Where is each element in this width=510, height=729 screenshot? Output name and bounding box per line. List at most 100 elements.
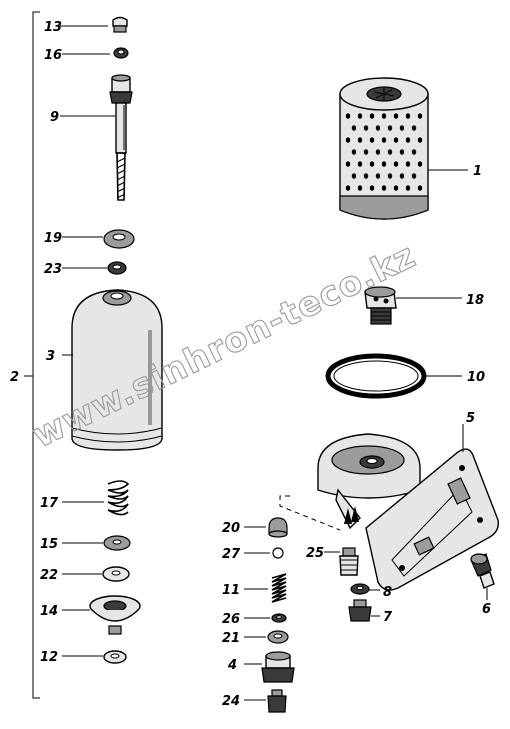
perforation-hole [369, 113, 375, 119]
part-4-plug-body: 4 [227, 651, 295, 683]
perforation-hole [357, 185, 363, 191]
part-14-valve-seat: 14 [40, 595, 141, 635]
label-10: 10 [467, 370, 485, 385]
perforation-hole [351, 149, 357, 155]
label-21: 21 [222, 631, 240, 646]
part-8-washer: 8 [350, 583, 392, 600]
part-10-gasket-ring: 10 [325, 353, 485, 399]
perforation-hole [399, 173, 405, 179]
label-5: 5 [466, 411, 475, 426]
label-17: 17 [40, 496, 59, 511]
perforation-hole [375, 173, 381, 179]
label-13: 13 [44, 20, 62, 35]
perforation-hole [381, 137, 387, 143]
group-label: 2 [10, 370, 19, 385]
perforation-hole [417, 137, 423, 143]
perforation-hole [411, 173, 417, 179]
label-22: 22 [40, 568, 58, 583]
group-bracket: 2 [10, 11, 40, 699]
perforation-hole [363, 149, 369, 155]
part-25-fitting: 25 [306, 546, 359, 576]
label-27: 27 [222, 547, 241, 562]
perforation-hole [345, 137, 351, 143]
part-5-filter-head: 5 [317, 411, 499, 591]
part-16-washer: 16 [44, 47, 129, 63]
label-24: 24 [222, 694, 240, 709]
perforation-hole [363, 125, 369, 131]
perforation-hole [411, 149, 417, 155]
part-9-long-bolt: 9 [50, 74, 133, 201]
perforation-hole [393, 113, 399, 119]
perforation-hole [357, 137, 363, 143]
label-15: 15 [40, 537, 58, 552]
label-3: 3 [46, 349, 55, 364]
perforation-hole [357, 113, 363, 119]
label-1: 1 [473, 164, 482, 179]
part-17-spring: 17 [40, 480, 130, 516]
label-23: 23 [44, 262, 62, 277]
perforation-hole [345, 161, 351, 167]
label-4: 4 [227, 658, 237, 673]
perforation-hole [393, 161, 399, 167]
perforation-hole [405, 161, 411, 167]
part-27-ball: 27 [222, 547, 284, 562]
part-15-washer: 15 [40, 535, 131, 552]
label-16: 16 [44, 48, 62, 63]
perforation-hole [351, 125, 357, 131]
perforation-hole [369, 161, 375, 167]
perforation-hole [417, 113, 423, 119]
label-9: 9 [50, 110, 59, 125]
perforation-hole [405, 113, 411, 119]
flow-indicator [279, 495, 359, 531]
label-6: 6 [482, 602, 491, 617]
perforation-hole [387, 173, 393, 179]
perforation-hole [375, 125, 381, 131]
part-18-nut: 18 [364, 286, 484, 325]
perforation-hole [369, 137, 375, 143]
perforation-hole [375, 149, 381, 155]
part-6-plug: 6 [470, 553, 495, 617]
perforation-hole [369, 185, 375, 191]
label-8: 8 [383, 585, 392, 600]
part-11-spring: 11 [222, 573, 287, 603]
perforation-hole [393, 137, 399, 143]
label-14: 14 [40, 604, 58, 619]
label-7: 7 [383, 610, 393, 625]
part-20-cap: 20 [222, 517, 288, 538]
perforation-hole [381, 185, 387, 191]
part-26-washer: 26 [222, 612, 287, 627]
perforation-hole [381, 161, 387, 167]
perforation-hole [387, 149, 393, 155]
perforation-hole [405, 185, 411, 191]
perforation-hole [381, 113, 387, 119]
label-25: 25 [306, 546, 324, 561]
perforation-hole [405, 137, 411, 143]
part-12-washer: 12 [40, 650, 127, 665]
filter-perforations [345, 113, 423, 191]
perforation-hole [417, 185, 423, 191]
perforation-hole [393, 185, 399, 191]
label-20: 20 [222, 521, 240, 536]
label-19: 19 [44, 231, 62, 246]
label-11: 11 [222, 583, 240, 598]
perforation-hole [411, 125, 417, 131]
perforation-hole [351, 173, 357, 179]
perforation-hole [345, 185, 351, 191]
perforation-hole [417, 161, 423, 167]
part-3-filter-housing: 3 [46, 289, 163, 451]
label-12: 12 [40, 650, 58, 665]
perforation-hole [363, 173, 369, 179]
part-7-bolt: 7 [348, 599, 393, 625]
part-21-washer: 21 [222, 630, 289, 646]
part-24-small-bolt: 24 [222, 689, 287, 713]
part-23-ring: 23 [44, 261, 127, 277]
part-22-washer: 22 [40, 566, 130, 583]
perforation-hole [399, 149, 405, 155]
part-13-cap-nut: 13 [44, 16, 128, 35]
label-18: 18 [466, 293, 484, 308]
perforation-hole [399, 125, 405, 131]
perforation-hole [345, 113, 351, 119]
part-19-washer: 19 [44, 229, 135, 249]
label-26: 26 [222, 612, 240, 627]
